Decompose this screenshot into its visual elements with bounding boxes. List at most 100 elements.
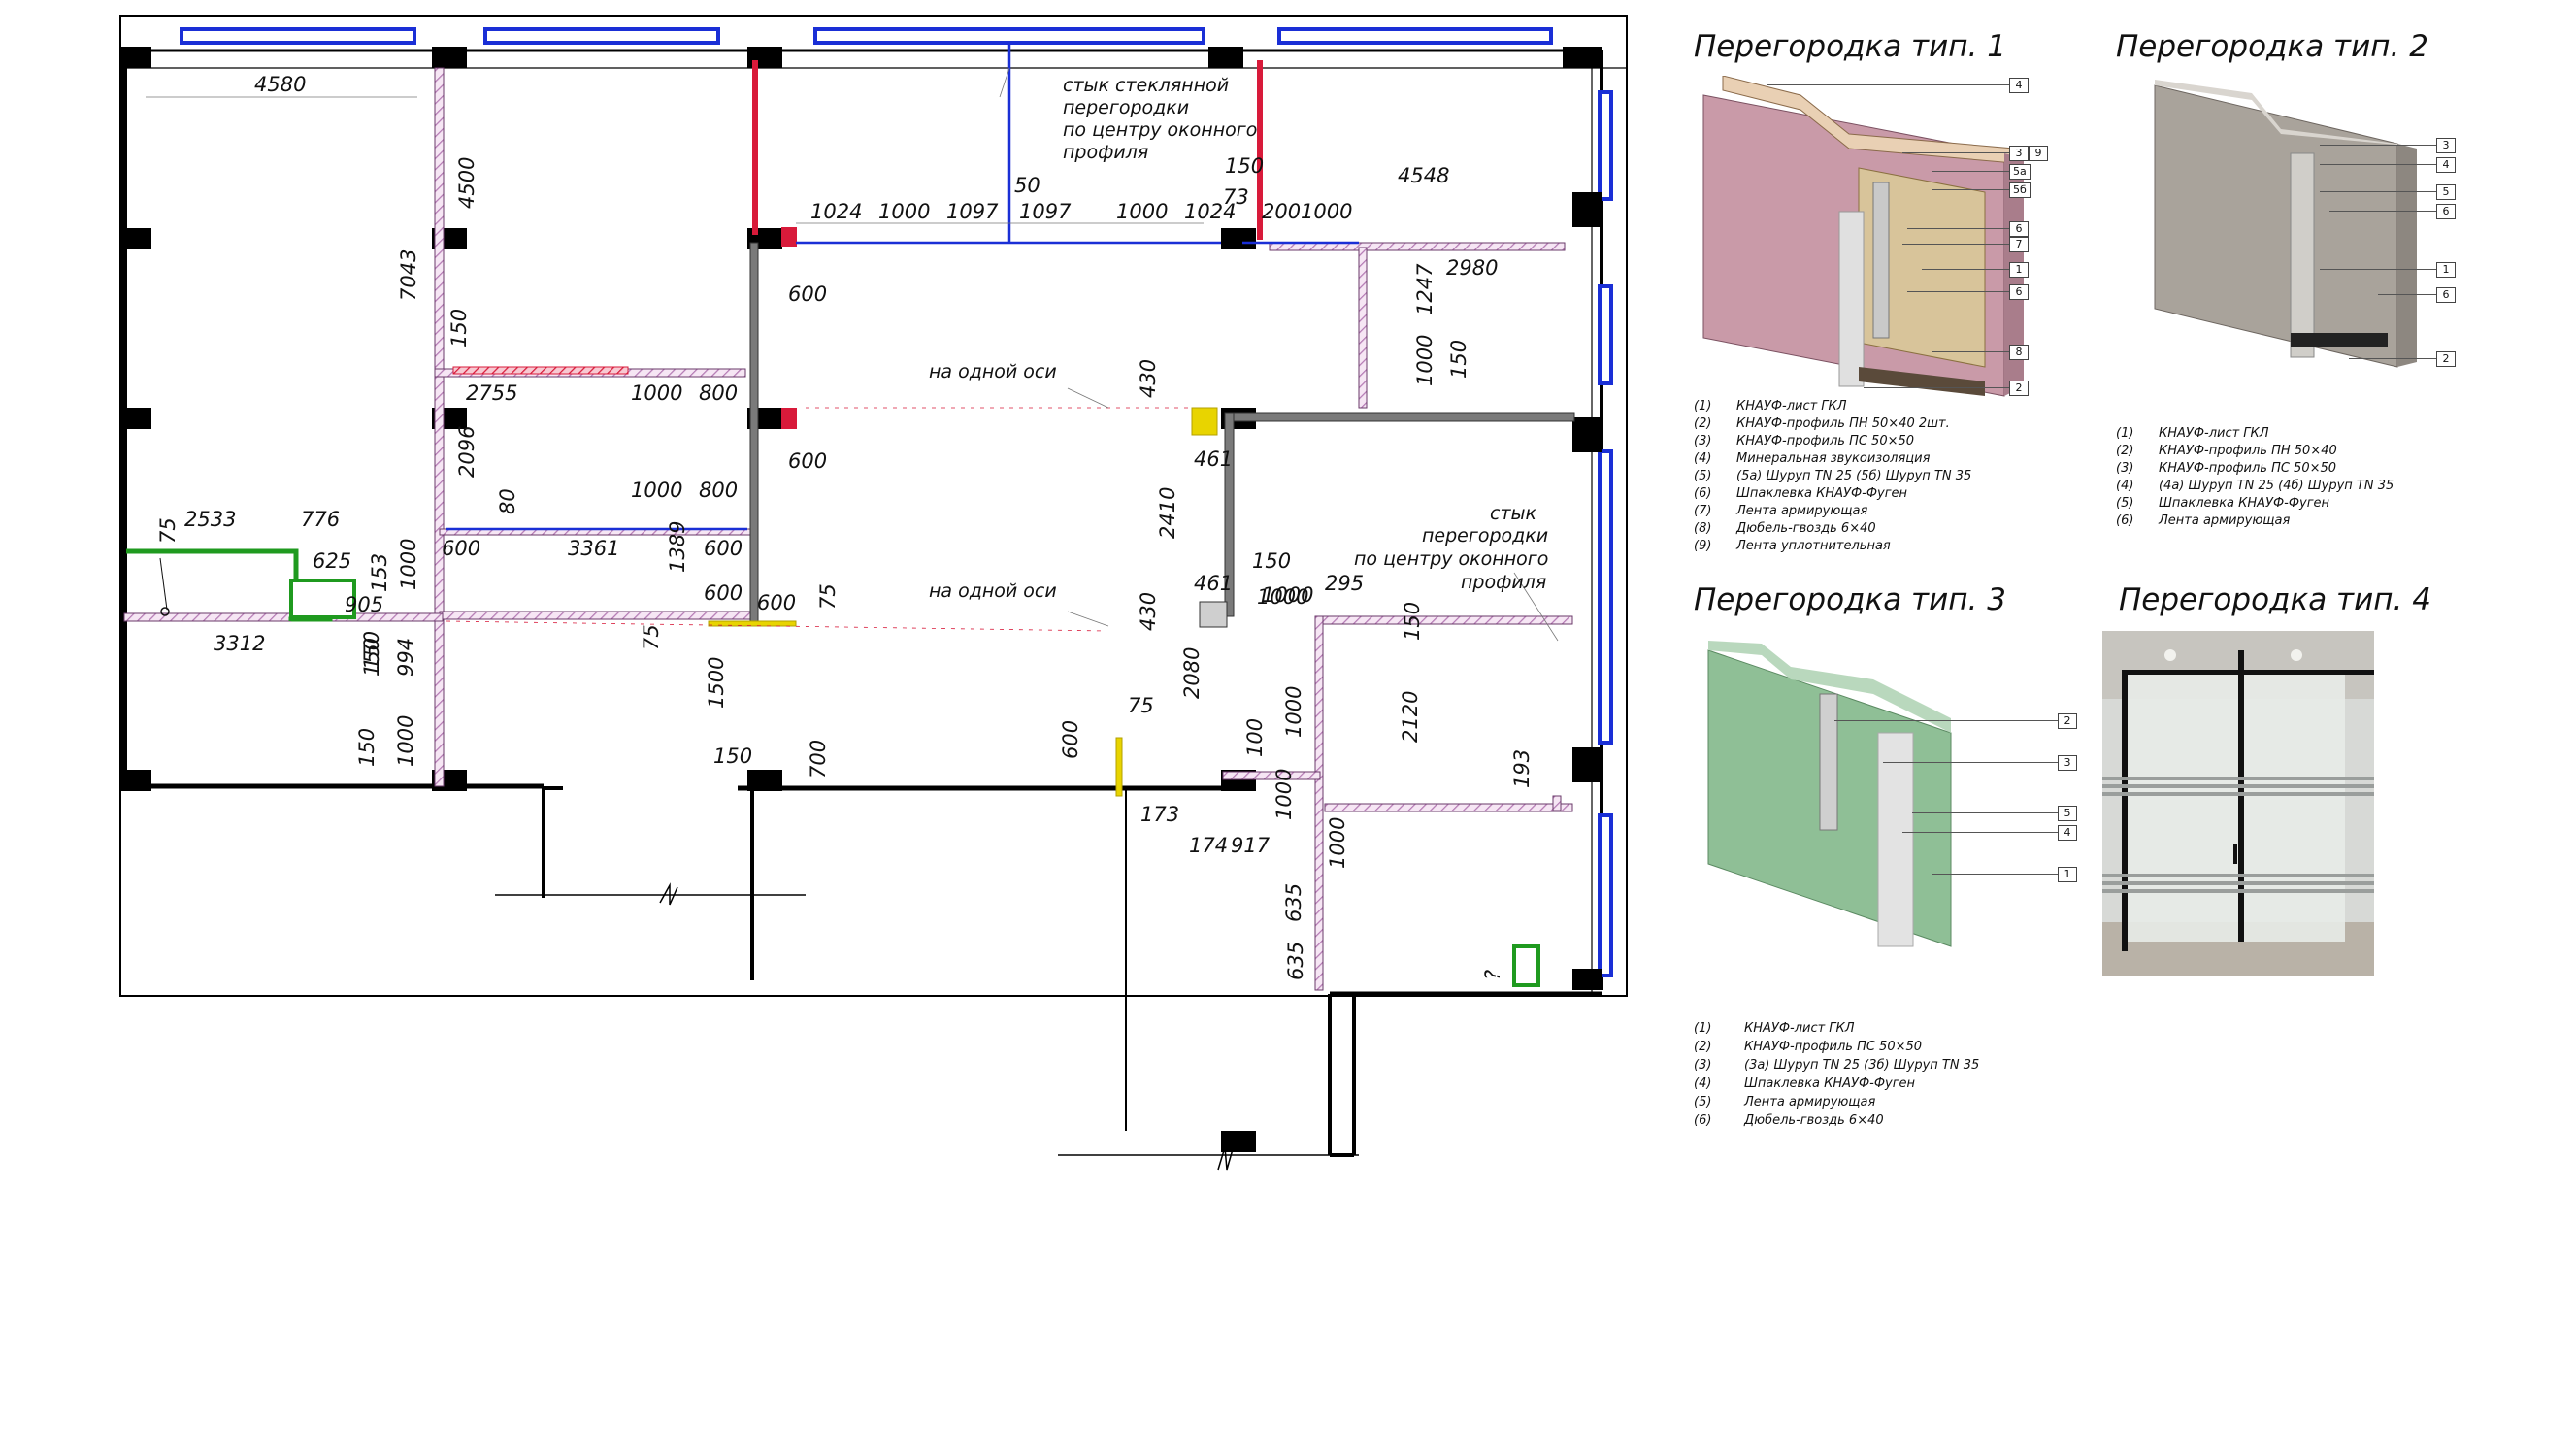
dimension-label: 150 (1447, 340, 1470, 379)
legend-number: (5) (1694, 1095, 1712, 1109)
legend-number: (4) (1694, 451, 1712, 466)
dimension-label: 3361 (568, 537, 619, 560)
leader-line (2378, 294, 2436, 295)
fixtures (126, 407, 1540, 987)
leader-line (1932, 874, 2058, 875)
callout-label: 2 (2058, 713, 2077, 729)
legend-text: КНАУФ-лист ГКЛ (1736, 399, 1847, 414)
partition-joint-note-3: по центру оконного (1354, 548, 1548, 570)
legend-number: (1) (1694, 1021, 1712, 1036)
dimension-label: 150 (447, 309, 471, 347)
leader-line (1864, 387, 2009, 388)
dimension-label: 430 (1137, 592, 1160, 631)
legend-number: (9) (1694, 539, 1712, 553)
dimension-label: 153 (368, 553, 391, 592)
legend-text: Лента армирующая (1744, 1095, 1876, 1109)
leader-line (1902, 244, 2009, 245)
dimension-lines (146, 67, 1559, 642)
partition-joint-note-4: профиля (1461, 572, 1546, 593)
legend-row: (5)Шпаклевка КНАУФ-Фуген (2116, 495, 2394, 513)
leader-line (1907, 291, 2009, 292)
legend-row: (7)Лента армирующая (1694, 503, 1971, 520)
legend-number: (8) (1694, 521, 1712, 536)
dimension-label: 1000 (397, 539, 420, 590)
legend-text: Дюбель-гвоздь 6×40 (1744, 1113, 1884, 1128)
dimension-label: 600 (704, 537, 743, 560)
axis-note-1: на одной оси (929, 361, 1057, 382)
callout-label: 4 (2009, 78, 2029, 93)
glass-joint-note-4: профиля (1063, 142, 1148, 163)
dimension-label: 75 (1128, 694, 1154, 717)
callout-label: 2 (2436, 351, 2456, 367)
leader-line (2320, 164, 2436, 165)
leader-line (2320, 145, 2436, 146)
type4-title: Перегородка тип. 4 (2119, 582, 2431, 617)
dimension-label: 1500 (705, 657, 728, 709)
legend-text: Дюбель-гвоздь 6×40 (1736, 521, 1876, 536)
dimension-label: 4500 (455, 157, 479, 209)
glass-joint-note-2: перегородки (1063, 97, 1189, 118)
dimension-label: 2080 (1180, 647, 1204, 699)
dimension-label: 600 (704, 581, 743, 605)
dimension-label: 7043 (397, 249, 420, 301)
dimension-label: 625 (313, 549, 351, 573)
legend-text: Минеральная звукоизоляция (1736, 451, 1931, 466)
dimension-label: 635 (1284, 942, 1307, 980)
dimension-label: 600 (442, 537, 480, 560)
type3-title: Перегородка тип. 3 (1694, 582, 2006, 617)
leader-line (1883, 762, 2058, 763)
dimension-label: 1000 (1272, 769, 1296, 820)
glass-partitions (446, 44, 1359, 531)
callout-label: 2 (2009, 381, 2029, 396)
type3-drawing (1707, 641, 1952, 947)
legend-row: (1)КНАУФ-лист ГКЛ (1694, 1019, 1979, 1038)
callout-label: 5 (2436, 184, 2456, 200)
leader-line (1767, 84, 2009, 85)
legend-number: (4) (2116, 479, 2134, 493)
glass-joint-note-1: стык стеклянной (1063, 75, 1229, 96)
legend-text: Шпаклевка КНАУФ-Фуген (2159, 496, 2330, 511)
type1-drawing (1702, 76, 2024, 397)
plan-notes: стык стеклянной перегородки по центру ок… (929, 75, 1548, 602)
dimension-label: 1000 (631, 479, 682, 502)
callout-label: 6 (2009, 284, 2029, 300)
top-windows (180, 27, 1553, 45)
dimension-label: 635 (1282, 883, 1305, 922)
dimension-label: 2980 (1446, 256, 1498, 280)
dimension-label: 994 (394, 638, 417, 677)
leader-line (2320, 191, 2436, 192)
dimension-label: 295 (1325, 572, 1364, 595)
legend-row: (4) (4а) Шуруп TN 25 (4б) Шуруп TN 35 (2116, 478, 2394, 495)
dimension-label: 1247 (1413, 263, 1437, 315)
leader-line (1932, 189, 2009, 190)
red-partitions (452, 60, 1263, 429)
type2-legend: (1)КНАУФ-лист ГКЛ(2)КНАУФ-профиль ПН 50×… (2116, 425, 2394, 530)
callout-label: 1 (2436, 262, 2456, 278)
legend-text: (4а) Шуруп TN 25 (4б) Шуруп TN 35 (2159, 479, 2394, 493)
legend-number: (3) (1694, 434, 1712, 448)
partitions (123, 67, 1573, 991)
dimension-label: 50 (1014, 174, 1040, 197)
leader-line (1902, 152, 2009, 153)
dimension-label: 800 (699, 479, 738, 502)
dimension-label: 600 (1059, 720, 1082, 759)
dimension-label: 461 (1194, 447, 1233, 471)
partition-joint-note-2: перегородки (1422, 525, 1548, 546)
legend-number: (3) (1694, 1058, 1712, 1073)
dimension-label: 800 (699, 381, 738, 405)
dimension-label: 1000 (1257, 585, 1308, 609)
dimension-label: 2120 (1399, 691, 1422, 743)
legend-row: (6)Лента армирующая (2116, 513, 2394, 530)
legend-row: (4)Шпаклевка КНАУФ-Фуген (1694, 1075, 1979, 1093)
dimension-label: 2096 (455, 426, 479, 478)
dimension-label: 430 (1137, 359, 1160, 398)
dimension-label: 1000 (1282, 686, 1305, 738)
callout-label: 7 (2009, 237, 2029, 252)
dimension-label: 173 (1140, 803, 1179, 826)
legend-text: КНАУФ-профиль ПС 50×50 (2159, 461, 2337, 476)
dimension-label: 1024 (810, 200, 862, 223)
callout-label: 6 (2436, 204, 2456, 219)
partition-joint-note-1: стык (1490, 503, 1537, 524)
leader-line (1922, 269, 2009, 270)
